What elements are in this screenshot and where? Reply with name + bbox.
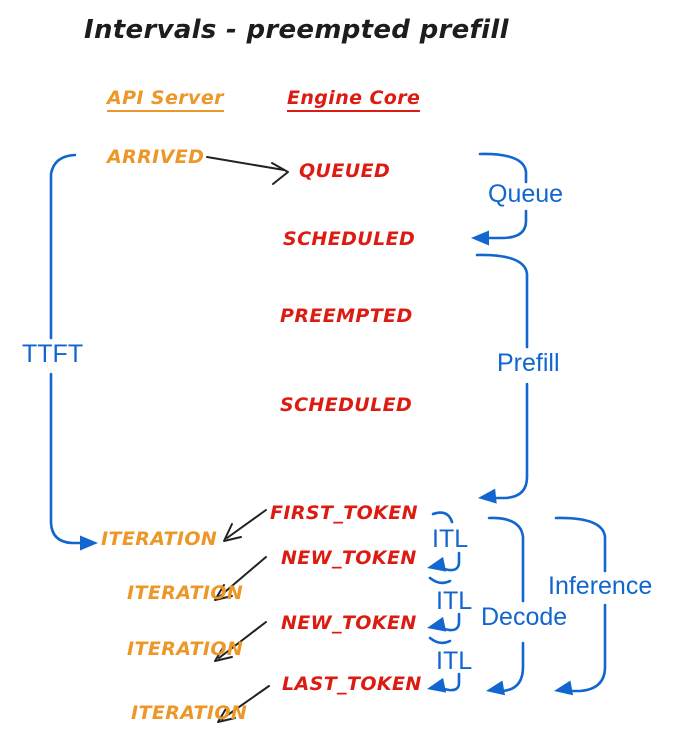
event-scheduled-1: SCHEDULED <box>283 228 416 250</box>
interval-label-prefill: Prefill <box>497 349 560 377</box>
interval-label-ttft: TTFT <box>22 340 84 368</box>
itl-bracket-3 <box>427 672 461 693</box>
interval-label-itl-1: ITL <box>432 525 469 553</box>
itl-bracket-1 <box>427 511 461 585</box>
arrow-arrived-to-queued <box>206 156 289 185</box>
diagram-title: Intervals - preempted prefill <box>84 15 509 45</box>
event-iteration-1: ITERATION <box>101 528 218 550</box>
inference-bracket <box>554 516 607 696</box>
event-preempted: PREEMPTED <box>280 305 413 327</box>
arrow-new-token-to-iteration-3 <box>214 621 267 662</box>
decode-bracket <box>486 516 525 696</box>
event-queued: QUEUED <box>299 160 391 182</box>
event-new-token-1: NEW_TOKEN <box>281 547 417 569</box>
event-last-token: LAST_TOKEN <box>282 673 422 695</box>
ttft-bracket <box>49 153 98 551</box>
event-iteration-4: ITERATION <box>131 702 248 724</box>
event-scheduled-2: SCHEDULED <box>280 394 413 416</box>
event-new-token-2: NEW_TOKEN <box>281 612 417 634</box>
queue-bracket <box>471 152 528 246</box>
column-header-api-server: API Server <box>107 88 224 112</box>
interval-label-itl-3: ITL <box>436 647 473 675</box>
arrow-last-token-to-iteration-4 <box>217 685 270 723</box>
interval-label-queue: Queue <box>488 180 564 208</box>
event-first-token: FIRST_TOKEN <box>270 502 418 524</box>
arrow-new-token-to-iteration-2 <box>214 556 267 601</box>
prefill-bracket <box>475 253 529 504</box>
interval-label-decode: Decode <box>481 603 568 631</box>
itl-bracket-2 <box>427 612 461 645</box>
event-arrived: ARRIVED <box>107 146 205 168</box>
interval-label-inference: Inference <box>548 572 653 600</box>
event-iteration-3: ITERATION <box>127 638 244 660</box>
event-iteration-2: ITERATION <box>127 582 244 604</box>
column-header-engine-core: Engine Core <box>287 88 421 112</box>
interval-label-itl-2: ITL <box>436 587 473 615</box>
arrow-first-token-to-iteration-1 <box>223 509 267 542</box>
